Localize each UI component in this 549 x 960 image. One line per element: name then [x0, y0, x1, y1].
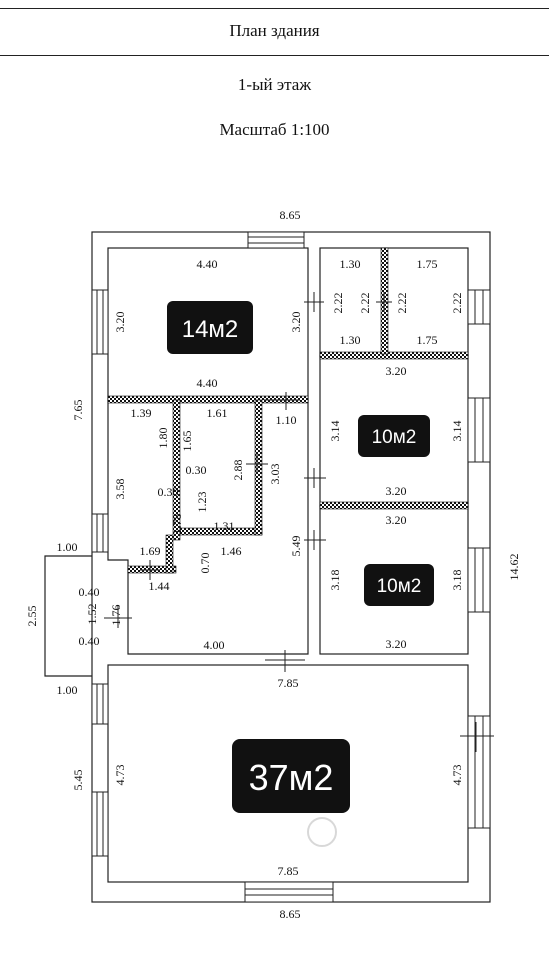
dim-r2-bottom: 3.20	[386, 484, 407, 498]
dim-r3-left: 3.18	[328, 570, 342, 591]
dim-hall-303: 3.03	[268, 464, 282, 485]
dim-hall-144: 1.44	[149, 579, 170, 593]
dim-hall-030a: 0.30	[158, 485, 179, 499]
dim-r1-right: 3.20	[289, 312, 303, 333]
dim-mid-785: 7.85	[278, 676, 299, 690]
dim-porch-bottom: 1.00	[57, 683, 78, 697]
windows	[91, 231, 491, 903]
dim-hall-169: 1.69	[140, 544, 161, 558]
dim-left-lower: 5.45	[71, 770, 85, 791]
dim-porch-b: 1.52	[85, 604, 99, 625]
dim-wc2-h: 2.22	[395, 293, 409, 314]
dim-r2-top: 3.20	[386, 364, 407, 378]
dim-hall-131: 1.31	[214, 519, 235, 533]
area-room-1: 14м2	[182, 316, 239, 343]
dim-hall-165: 1.65	[180, 431, 194, 452]
dim-r4-left: 4.73	[113, 765, 127, 786]
area-badge-room-4: 37м2	[232, 739, 350, 813]
dim-porch-c: 0.40	[79, 634, 100, 648]
dim-hall-030b: 0.30	[186, 463, 207, 477]
dim-hall-288: 2.88	[231, 460, 245, 481]
door-marks	[104, 292, 494, 752]
dim-r1-left: 3.20	[113, 312, 127, 333]
dim-porch-height: 2.55	[25, 606, 39, 627]
dim-wc1-bottom: 1.30	[340, 333, 361, 347]
dim-hall-146: 1.46	[221, 544, 242, 558]
dim-wc2-h2: 2.22	[450, 293, 464, 314]
dim-wc1-h2: 2.22	[358, 293, 372, 314]
dim-r2-right: 3.14	[450, 421, 464, 442]
floor-label: 1-ый этаж	[237, 75, 312, 94]
dim-r4-right: 4.73	[450, 765, 464, 786]
dim-porch-d: 1.76	[109, 605, 123, 626]
dim-wc2-bottom: 1.75	[417, 333, 438, 347]
dim-left-upper: 7.65	[71, 400, 85, 421]
dim-hall-123: 1.23	[195, 492, 209, 513]
dim-r4-bottom: 7.85	[278, 864, 299, 878]
dim-wc2-top: 1.75	[417, 257, 438, 271]
area-room-2: 10м2	[372, 427, 417, 448]
dim-hall-161: 1.61	[207, 406, 228, 420]
dim-r3-top: 3.20	[386, 513, 407, 527]
page-title: План здания	[229, 21, 320, 40]
area-room-4: 37м2	[249, 757, 334, 798]
header-bar	[0, 8, 549, 56]
dim-hall-358: 3.58	[113, 479, 127, 500]
dim-hall-110: 1.10	[276, 413, 297, 427]
dim-porch-top: 1.00	[57, 540, 78, 554]
dim-hall-549: 5.49	[289, 536, 303, 557]
dim-wc1-top: 1.30	[340, 257, 361, 271]
dim-hall-070: 0.70	[198, 553, 212, 574]
dim-wc1-h: 2.22	[331, 293, 345, 314]
dim-hall-139: 1.39	[131, 406, 152, 420]
scale-label: Масштаб 1:100	[219, 120, 330, 139]
dim-hall-178: 1.78	[170, 514, 184, 535]
watermark-logo	[307, 817, 337, 847]
dim-top-outer: 8.65	[280, 208, 301, 222]
porch	[44, 555, 92, 677]
dim-r3-bottom: 3.20	[386, 637, 407, 651]
dim-bottom-outer: 8.65	[280, 907, 301, 921]
dim-right-outer: 14.62	[507, 554, 521, 581]
dim-porch-a: 0.40	[79, 585, 100, 599]
dim-r1-top: 4.40	[197, 257, 218, 271]
dim-r2-left: 3.14	[328, 421, 342, 442]
area-room-3: 10м2	[377, 576, 422, 597]
dim-r3-right: 3.18	[450, 570, 464, 591]
dim-hall-400: 4.00	[204, 638, 225, 652]
dim-hall-180: 1.80	[156, 428, 170, 449]
area-badge-room-2: 10м2	[358, 415, 430, 457]
hatched-partitions	[107, 247, 469, 574]
dim-r1-bottom: 4.40	[197, 376, 218, 390]
area-badge-room-1: 14м2	[167, 301, 253, 354]
area-badge-room-3: 10м2	[364, 564, 434, 606]
